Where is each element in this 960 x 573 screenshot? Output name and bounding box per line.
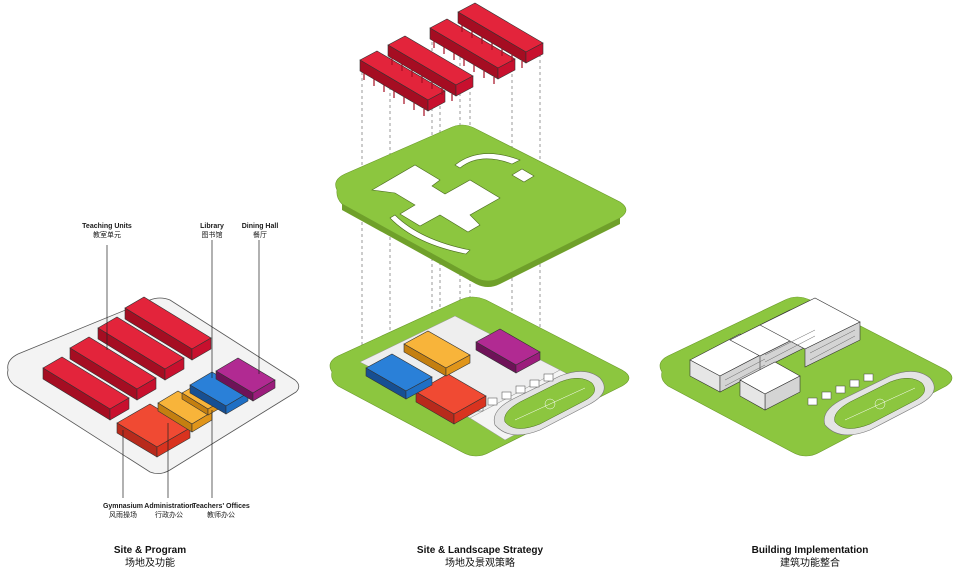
caption-building-implementation-en: Building Implementation [751, 545, 869, 556]
label-teachers-offices-en: Teachers' Offices [192, 503, 250, 510]
floating-teaching-units [359, 2, 544, 116]
label-gymnasium-en: Gymnasium [102, 503, 144, 510]
running-track-2 [493, 371, 605, 436]
label-teaching-units: Teaching Units 教室单元 [77, 222, 137, 240]
panel-site-program [7, 240, 300, 498]
label-teaching-units-en: Teaching Units [82, 223, 132, 230]
caption-site-program-zh: 场地及功能 [125, 558, 175, 569]
caption-site-program: Site & Program 场地及功能 [80, 544, 220, 570]
label-library-en: Library [200, 223, 224, 230]
label-gymnasium: Gymnasium 风雨操场 [98, 502, 148, 520]
label-administration-zh: 行政办公 [155, 512, 183, 519]
teaching-units-blocks [42, 296, 212, 421]
panel-building-implementation [659, 296, 953, 457]
integrated-building [689, 297, 861, 411]
label-gymnasium-zh: 风雨操场 [109, 512, 137, 519]
label-dining-hall: Dining Hall 餐厅 [238, 222, 282, 240]
label-library: Library 图书馆 [192, 222, 232, 240]
landscape-plane [335, 124, 627, 287]
dining-hall-block-2 [475, 328, 541, 374]
caption-site-landscape: Site & Landscape Strategy 场地及景观策略 [400, 544, 560, 570]
library-block-2 [365, 353, 433, 400]
label-administration-en: Administration [144, 503, 194, 510]
caption-site-landscape-en: Site & Landscape Strategy [416, 545, 544, 556]
gymnasium-block [116, 403, 191, 458]
label-teaching-units-zh: 教室单元 [93, 232, 121, 239]
administration-block-2 [403, 330, 471, 377]
panel-site-landscape [329, 2, 630, 457]
caption-building-implementation: Building Implementation 建筑功能整合 [730, 544, 890, 570]
label-teachers-offices: Teachers' Offices 教师办公 [190, 502, 252, 520]
running-track-3 [823, 371, 935, 436]
dining-hall-block [215, 357, 276, 402]
label-teachers-offices-zh: 教师办公 [207, 512, 235, 519]
caption-building-implementation-zh: 建筑功能整合 [780, 558, 840, 569]
label-administration: Administration 行政办公 [140, 502, 198, 520]
leader-lines-1 [106, 240, 260, 498]
caption-site-program-en: Site & Program [113, 545, 187, 556]
label-dining-hall-zh: 餐厅 [253, 232, 267, 239]
label-dining-hall-en: Dining Hall [241, 223, 279, 230]
gymnasium-block-2 [415, 373, 487, 425]
caption-site-landscape-zh: 场地及景观策略 [445, 558, 515, 569]
label-library-zh: 图书馆 [201, 232, 223, 239]
ground-site-plate [329, 296, 630, 457]
